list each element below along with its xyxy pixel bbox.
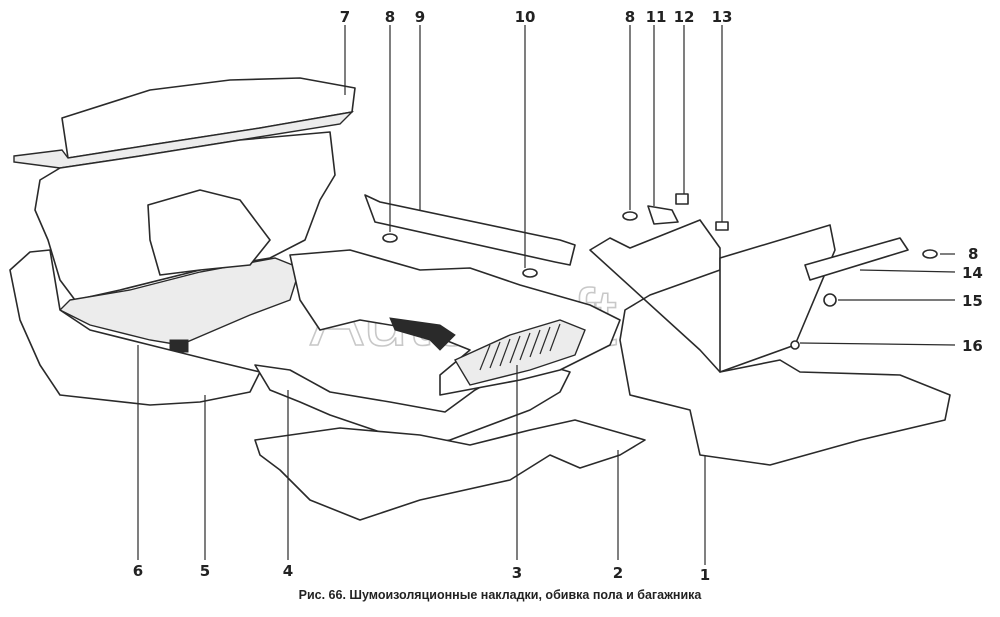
part-1-floor-panel: [589, 219, 951, 466]
part-12-clip: [675, 193, 689, 205]
callout-8-left: 8: [385, 8, 395, 26]
callout-8-right: 8: [968, 245, 978, 263]
part-6-trunk-lining: [34, 131, 336, 353]
callout-1: 1: [700, 566, 710, 584]
part-14-strip: [804, 237, 909, 281]
callout-6: 6: [133, 562, 143, 580]
callout-10: 10: [515, 8, 536, 26]
callout-11: 11: [646, 8, 667, 26]
callout-2: 2: [613, 564, 623, 582]
callout-7: 7: [340, 8, 350, 26]
callout-12: 12: [674, 8, 695, 26]
part-9-side-strip: [364, 194, 576, 266]
callout-9: 9: [415, 8, 425, 26]
callout-15: 15: [962, 292, 983, 310]
callout-16: 16: [962, 337, 983, 355]
part-13-clip: [715, 221, 729, 231]
callout-4: 4: [283, 562, 293, 580]
figure-caption: Рис. 66. Шумоизоляционные накладки, обив…: [298, 588, 702, 602]
callout-13: 13: [712, 8, 733, 26]
fasteners: [382, 211, 938, 350]
callout-14: 14: [962, 264, 983, 282]
callout-3: 3: [512, 564, 522, 582]
part-11-bracket: [647, 205, 679, 225]
part-3-tunnel-trim: [289, 249, 621, 396]
callouts: 7 8 9 10 8 11 12 13 8 14 15 16 6 5 4 3 2…: [133, 8, 983, 584]
part-2-lower-mat: [254, 419, 646, 521]
callout-5: 5: [200, 562, 210, 580]
grille: [479, 323, 561, 371]
callout-8-mid: 8: [625, 8, 635, 26]
part-7-rear-shelf: [13, 77, 356, 169]
leader-lines: [137, 25, 956, 565]
